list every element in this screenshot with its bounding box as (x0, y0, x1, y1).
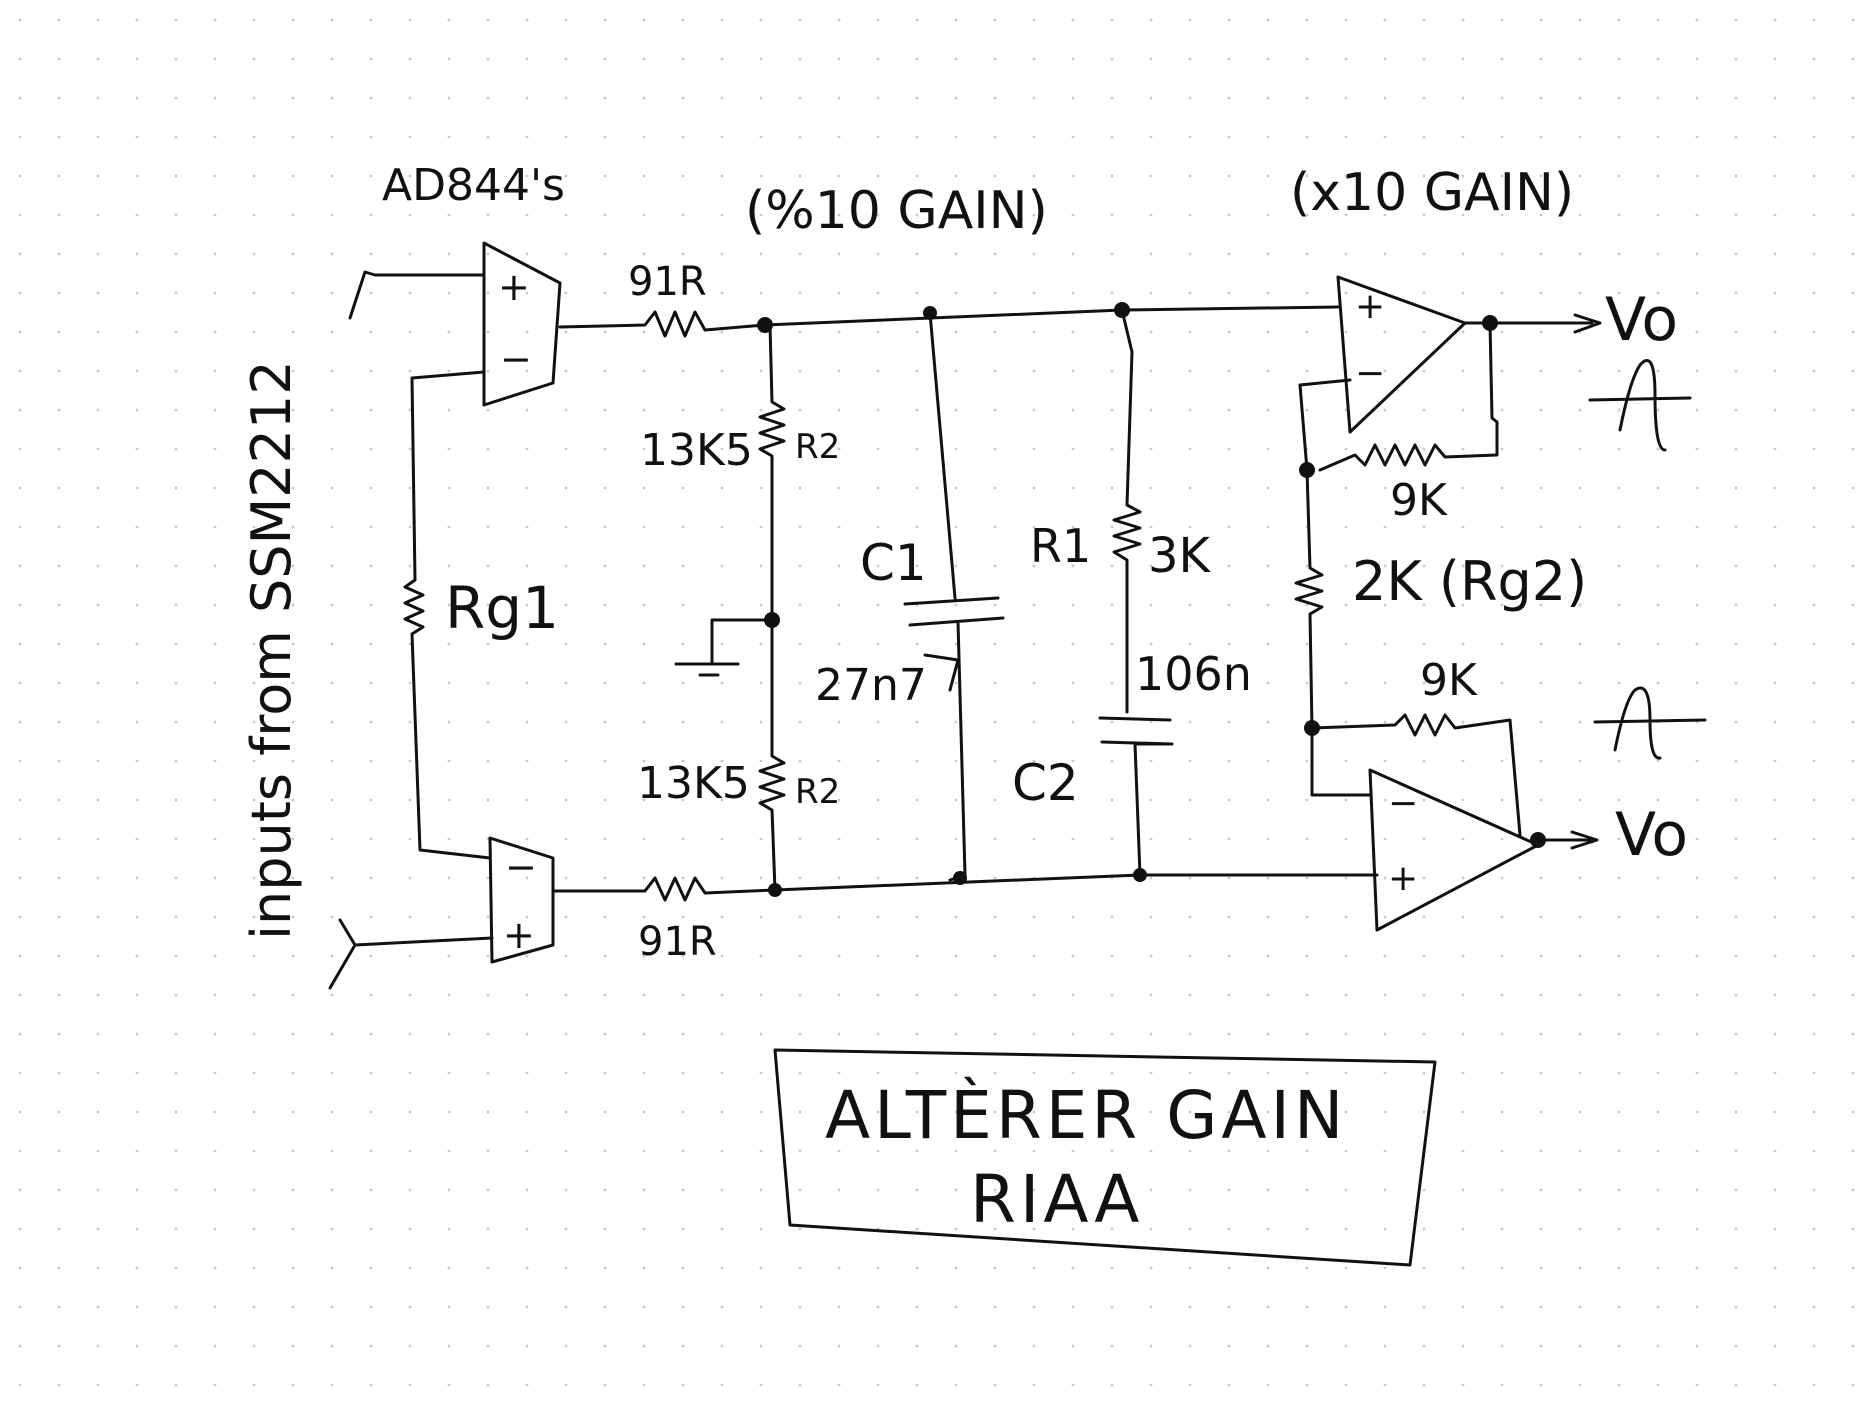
input-lead-top (348, 270, 486, 320)
c1-wire (903, 311, 1005, 882)
r2-bottom-value: 13K5 (637, 758, 750, 809)
bottom-rail (551, 873, 1379, 902)
r2-column (758, 323, 786, 892)
fb-bottom-value: 9K (1420, 655, 1478, 706)
rg2-wire (1294, 468, 1324, 730)
dot-grid (18, 18, 1855, 1387)
opamp-top-minus: − (500, 337, 532, 381)
top-rail (558, 305, 1340, 338)
rg1-label: Rg1 (445, 574, 559, 642)
r1-name: R1 (1030, 519, 1091, 573)
opamp-label: AD844's (382, 160, 565, 211)
opamp-bottom-plus: + (503, 913, 535, 957)
input-opamp-bottom (488, 836, 555, 964)
sine-glyph-bottom (1593, 686, 1707, 760)
opamp-bottom-minus: − (505, 845, 537, 889)
output-opamp-bottom (1368, 768, 1540, 932)
r2-top-name: R2 (795, 427, 840, 467)
bottom-feedback (1310, 713, 1522, 837)
r-in-top-label: 91R (628, 259, 707, 305)
c2-name: C2 (1012, 754, 1079, 812)
r1-value: 3K (1148, 528, 1212, 584)
junction-dots (757, 302, 1546, 897)
div-gain-label: (%10 GAIN) (745, 181, 1048, 241)
opamp-top-plus: + (498, 265, 530, 309)
title-line-1: ALTÈRER GAIN (825, 1076, 1347, 1154)
title-line-2: RIAA (970, 1161, 1143, 1238)
r2-top-value: 13K5 (640, 425, 753, 476)
rg2-label: 2K (Rg2) (1352, 550, 1587, 613)
rg1-wire (403, 370, 492, 860)
c2-value: 106n (1135, 647, 1252, 701)
vo-bottom-wire (1536, 830, 1599, 850)
input-lead-bottom (328, 918, 494, 990)
c1-name: C1 (860, 534, 927, 592)
r1-c2-wire (1098, 308, 1174, 877)
input-opamp-top (482, 241, 562, 407)
top-feedback (1318, 321, 1499, 472)
fb-top-value: 9K (1390, 475, 1448, 526)
title-box (773, 1048, 1437, 1267)
mul-gain-label: (x10 GAIN) (1290, 163, 1574, 223)
vo-top-label: Vo (1605, 285, 1678, 355)
r2-bottom-name: R2 (795, 772, 840, 812)
ground-symbol (674, 618, 774, 677)
opamp-out-top-minus: − (1355, 353, 1385, 394)
output-opamp-top (1336, 275, 1467, 434)
c1-value: 27n7 (815, 660, 927, 711)
sine-glyph-top (1588, 359, 1692, 452)
r-in-bottom-label: 91R (638, 919, 717, 965)
opamp-out-bottom-plus: + (1388, 858, 1418, 899)
vo-bottom-label: Vo (1615, 800, 1688, 870)
inputs-label: inputs from SSM2212 (240, 360, 303, 940)
opamp-out-bottom-minus: − (1388, 783, 1418, 824)
opamp-out-top-plus: + (1355, 286, 1385, 327)
